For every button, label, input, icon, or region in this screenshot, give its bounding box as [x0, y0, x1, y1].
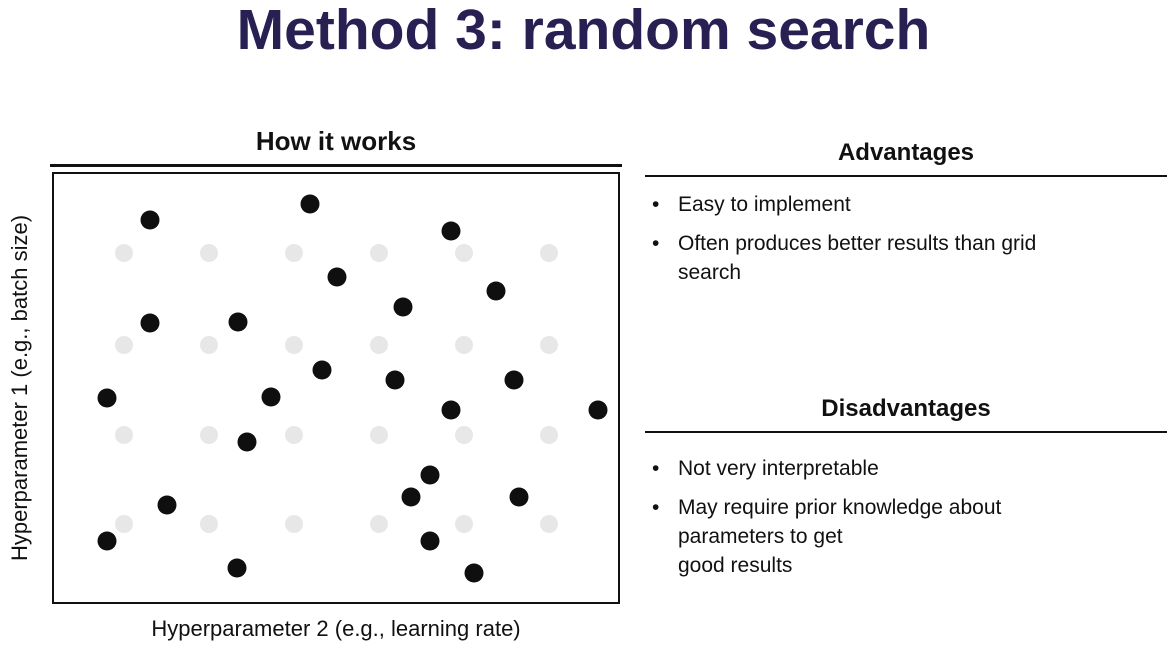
grid-search-points-faded-dot — [370, 336, 388, 354]
grid-search-points-faded-dot — [115, 336, 133, 354]
grid-search-points-faded-dot — [540, 426, 558, 444]
random-sample-points-dot — [420, 465, 440, 485]
grid-search-points-faded-dot — [540, 336, 558, 354]
advantages-list: Easy to implement Often produces better … — [645, 177, 1167, 287]
grid-search-points-faded-dot — [370, 244, 388, 262]
scatter-canvas — [97, 194, 608, 583]
random-sample-points-dot — [441, 221, 461, 241]
random-sample-points-dot — [385, 370, 405, 390]
random-sample-points-dot — [401, 487, 421, 507]
random-sample-points-dot — [464, 563, 484, 583]
advantages-heading: Advantages — [837, 139, 975, 166]
bullet-item: May require prior knowledge about parame… — [645, 493, 1167, 580]
grid-search-points-faded-dot — [285, 336, 303, 354]
grid-search-points-faded-dot — [115, 515, 133, 533]
grid-search-points-faded-dot — [540, 244, 558, 262]
disadvantages-section: Disadvantages Not very interpretable May… — [645, 394, 1167, 580]
random-sample-points-dot — [97, 388, 117, 408]
grid-search-points-faded-dot — [200, 336, 218, 354]
random-sample-points-dot — [227, 558, 247, 578]
grid-search-points-faded-dot — [285, 515, 303, 533]
random-sample-points-dot — [504, 370, 524, 390]
random-sample-points-dot — [140, 313, 160, 333]
random-sample-points-dot — [441, 400, 461, 420]
figure-heading: How it works — [255, 126, 417, 156]
random-sample-points-dot — [228, 312, 248, 332]
grid-search-points-faded-dot — [540, 515, 558, 533]
random-sample-points-dot — [237, 432, 257, 452]
advantages-section: Advantages Easy to implement Often produ… — [645, 138, 1167, 287]
grid-search-points-faded-dot — [455, 426, 473, 444]
grid-search-points-faded-dot — [200, 515, 218, 533]
slide-title: Method 3: random search — [236, 0, 931, 62]
grid-search-points-faded-dot — [455, 244, 473, 262]
grid-search-points-faded-dot — [200, 244, 218, 262]
scatter-plot — [52, 172, 620, 604]
random-sample-points-dot — [157, 495, 177, 515]
grid-search-points-faded-dot — [455, 515, 473, 533]
random-sample-points-dot — [300, 194, 320, 214]
random-sample-points-dot — [327, 267, 347, 287]
grid-search-points-faded-dot — [200, 426, 218, 444]
random-sample-points-dot — [97, 531, 117, 551]
y-axis-label: Hyperparameter 1 (e.g., batch size) — [7, 214, 32, 562]
grid-search-points-faded-dot — [115, 426, 133, 444]
random-sample-points-dot — [393, 297, 413, 317]
disadvantages-heading: Disadvantages — [821, 395, 991, 422]
random-sample-points-dot — [420, 531, 440, 551]
random-sample-points-dot — [486, 281, 506, 301]
advantages-divider — [645, 175, 1167, 177]
grid-search-points-faded-dot — [115, 244, 133, 262]
grid-search-points-faded-dot — [370, 426, 388, 444]
x-axis-label: Hyperparameter 2 (e.g., learning rate) — [151, 616, 521, 641]
grid-search-points-faded-dot — [285, 426, 303, 444]
bullet-item: Often produces better results than grid … — [645, 229, 1167, 287]
bullet-item: Easy to implement — [645, 190, 1167, 219]
random-sample-points-dot — [140, 210, 160, 230]
figure-top-divider — [50, 164, 622, 167]
random-sample-points-dot — [509, 487, 529, 507]
disadvantages-list: Not very interpretable May require prior… — [645, 433, 1167, 580]
random-sample-points-dot — [261, 387, 281, 407]
grid-search-points-faded-dot — [455, 336, 473, 354]
random-sample-points-dot — [588, 400, 608, 420]
disadvantages-divider — [645, 431, 1167, 433]
grid-search-points-faded-dot — [285, 244, 303, 262]
random-sample-points-dot — [312, 360, 332, 380]
bullet-item: Not very interpretable — [645, 454, 1167, 483]
grid-search-points-faded-dot — [370, 515, 388, 533]
